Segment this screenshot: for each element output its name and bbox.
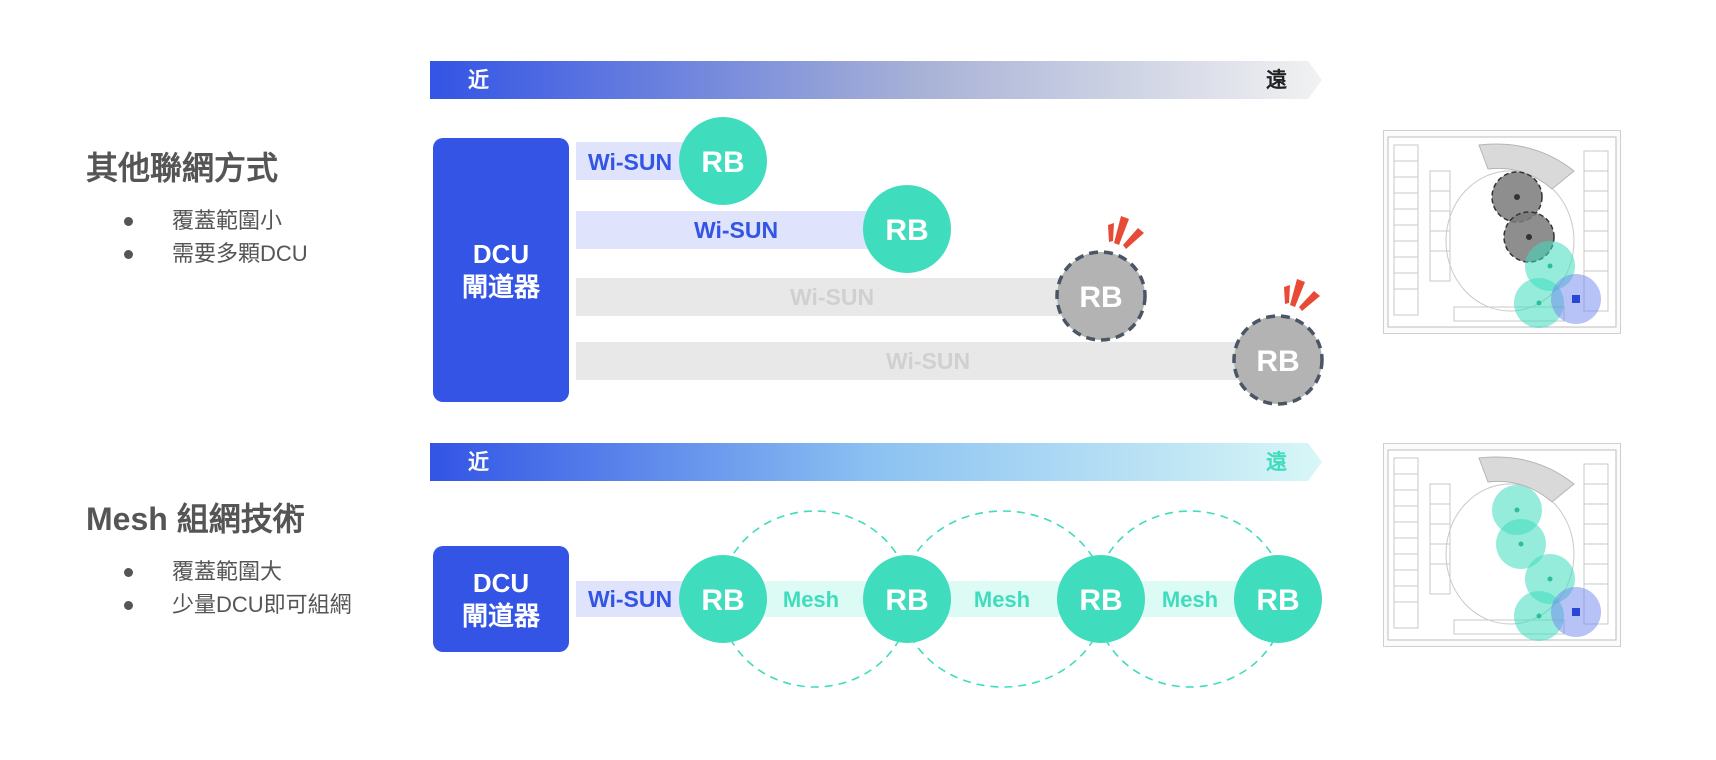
mesh-label: Mesh [974, 587, 1030, 612]
bullet-dot [124, 568, 133, 577]
section-title-mesh: Mesh 組網技術 [86, 501, 305, 537]
wisun-link-bar [576, 581, 686, 617]
alert-icon [1108, 216, 1144, 249]
floor-plan-map-mesh [1383, 443, 1621, 647]
bullet-dot [124, 217, 133, 226]
rb-node-failed [1055, 250, 1147, 342]
wisun-label: Wi-SUN [694, 217, 778, 243]
wisun-link-3-failed: Wi-SUN RB [576, 216, 1147, 342]
wisun-link-4-failed: Wi-SUN RB [576, 279, 1324, 406]
distance-arrow-bottom: 近 遠 [430, 443, 1322, 481]
rb-label: RB [1256, 345, 1299, 378]
wisun-link-2: Wi-SUN RB [576, 185, 951, 273]
dcu-gateway-bottom: DCU 閘道器 [433, 546, 569, 652]
rb-node [679, 555, 767, 643]
floor-plan-map-other [1383, 130, 1621, 334]
rb-label: RB [885, 214, 928, 247]
rb-label: RB [701, 146, 744, 179]
mesh-label: Mesh [1162, 587, 1218, 612]
bullet-item: 需要多顆DCU [86, 237, 308, 270]
far-label: 遠 [1266, 69, 1287, 92]
mesh-chain: Wi-SUN Mesh Mesh Mesh RB RB RB RB [576, 555, 1322, 643]
rb-label: RB [1079, 281, 1122, 314]
distance-arrow-top: 近 遠 [430, 61, 1322, 99]
rb-label: RB [1256, 584, 1299, 617]
dcu-gateway-top: DCU 閘道器 [433, 138, 569, 402]
rb-label: RB [1079, 584, 1122, 617]
bullet-list-mesh: 覆蓋範圍大 少量DCU即可組網 [86, 555, 352, 621]
gateway-label: 閘道器 [462, 272, 541, 302]
bullet-item: 少量DCU即可組網 [86, 588, 352, 621]
bullet-list-other: 覆蓋範圍小 需要多顆DCU [86, 204, 308, 270]
wisun-label: Wi-SUN [790, 284, 874, 310]
rb-label: RB [701, 584, 744, 617]
rb-node [863, 555, 951, 643]
bullet-dot [124, 601, 133, 610]
near-label: 近 [468, 450, 489, 474]
alert-icon [1284, 279, 1320, 311]
bullet-dot [124, 250, 133, 259]
wisun-link-1: Wi-SUN RB [576, 117, 767, 205]
near-label: 近 [468, 68, 489, 92]
gateway-label: 閘道器 [462, 601, 541, 631]
wisun-label: Wi-SUN [588, 586, 672, 612]
far-label: 遠 [1266, 451, 1287, 474]
rb-node [1057, 555, 1145, 643]
bullet-item: 覆蓋範圍小 [86, 204, 308, 237]
wisun-label: Wi-SUN [588, 149, 672, 175]
wisun-label: Wi-SUN [886, 348, 970, 374]
dcu-label: DCU [473, 568, 529, 598]
rb-node [863, 185, 951, 273]
rb-node [1234, 555, 1322, 643]
dcu-label: DCU [473, 239, 529, 269]
bullet-item: 覆蓋範圍大 [86, 555, 352, 588]
rb-node [679, 117, 767, 205]
rb-label: RB [885, 584, 928, 617]
mesh-label: Mesh [783, 587, 839, 612]
section-title-other: 其他聯網方式 [86, 150, 279, 186]
rb-node-failed [1232, 314, 1324, 406]
mesh-link-bar [723, 581, 1278, 617]
